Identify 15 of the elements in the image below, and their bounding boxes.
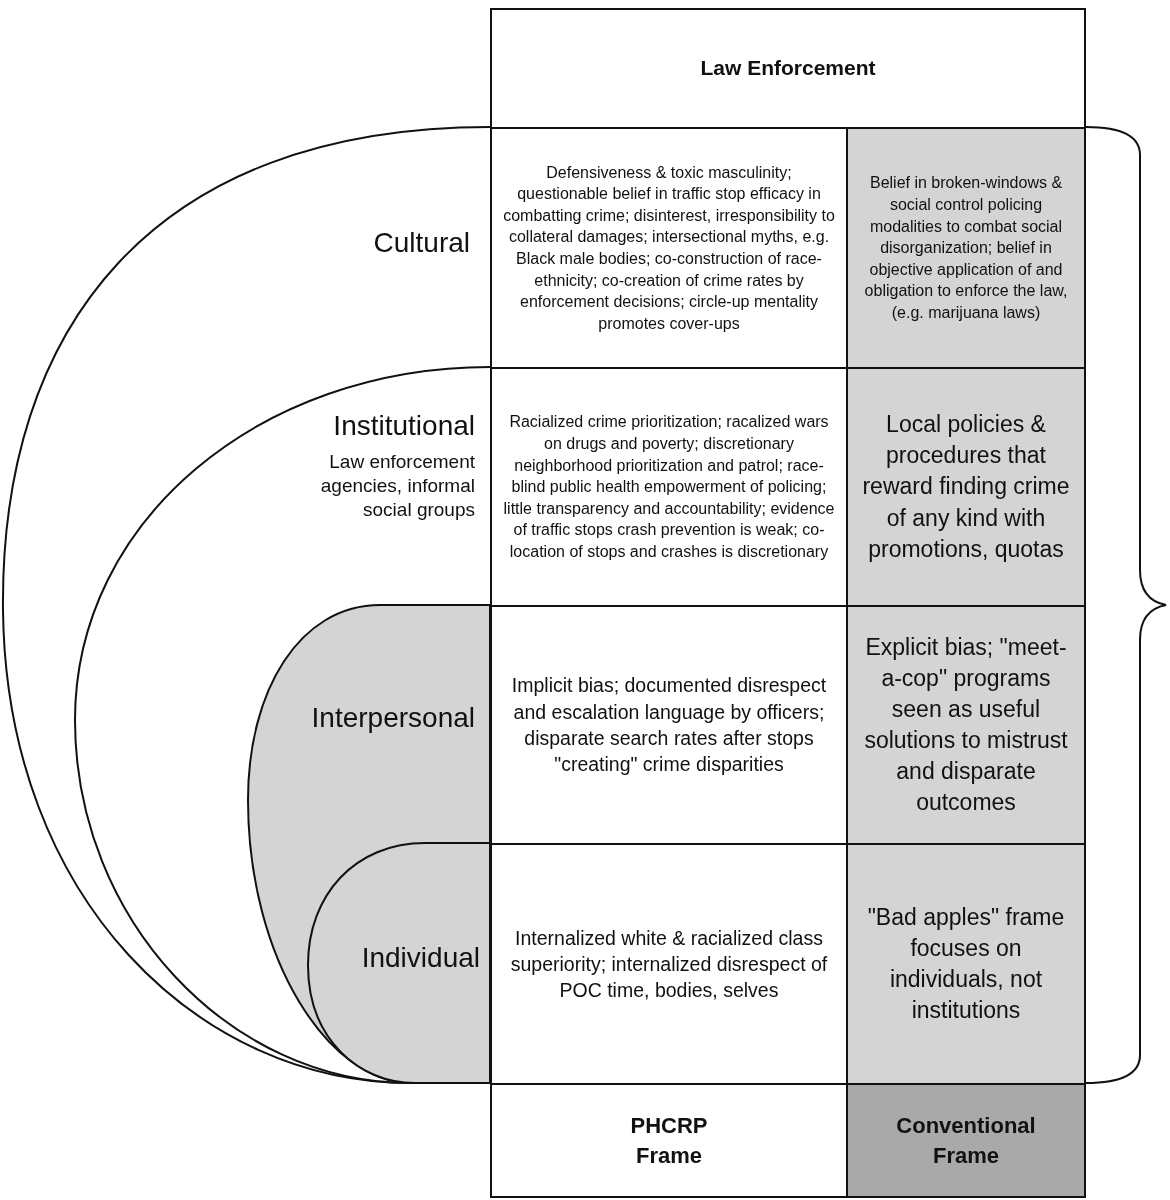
column-footer: PHCRP Frame xyxy=(490,1083,848,1198)
nested-arc-shape xyxy=(246,604,488,1085)
level-title: Cultural xyxy=(372,226,470,260)
table-cell: "Bad apples" frame focuses on individuals, not institutions xyxy=(846,843,1086,1085)
level-title: Interpersonal xyxy=(310,701,475,735)
column-footer: Conventional Frame xyxy=(846,1083,1086,1198)
level-title: Institutional xyxy=(332,409,475,443)
nested-arc-shape xyxy=(306,842,488,1085)
level-title: Individual xyxy=(360,941,480,975)
level-description: Law enforcement agencies, informal social groups xyxy=(319,450,475,522)
table-header: Law Enforcement xyxy=(490,8,1086,129)
table-cell: Belief in broken-windows & social control policing modalities to combat social disorganization; belief in objective application of and obligation to enforce the law, (e.g. marijuana laws) xyxy=(846,127,1086,369)
table-cell: Local policies & procedures that reward finding crime of any kind with promotions, quotas xyxy=(846,367,1086,607)
nested-arc-shape xyxy=(0,126,488,1085)
table-cell: Explicit bias; "meet-a-cop" programs seen as useful solutions to mistrust and disparate outcomes xyxy=(846,605,1086,845)
